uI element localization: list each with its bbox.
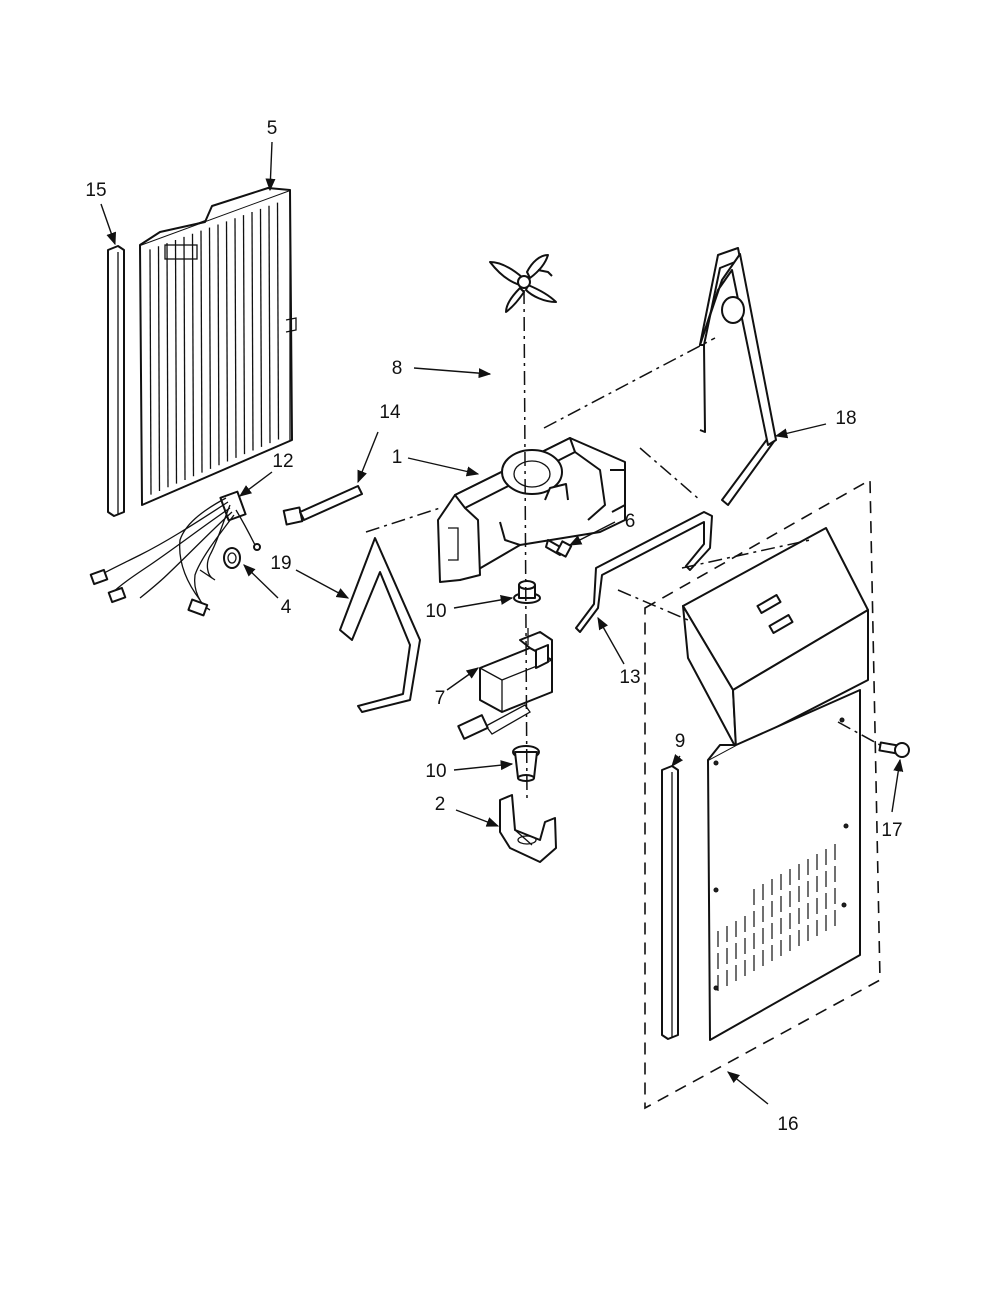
part-1-fan-housing (437, 437, 626, 583)
part-16-cover-assembly (644, 478, 881, 1110)
callout-6: 6 (625, 511, 636, 532)
part-8-fan-blade (489, 254, 557, 313)
callout-1: 1 (392, 447, 403, 468)
part-13-wire-duct (575, 511, 713, 633)
part-7-fan-motor (457, 628, 553, 740)
part-2-motor-bracket (499, 794, 557, 863)
part-5-evaporator-panel (139, 187, 297, 506)
callout-13: 13 (619, 667, 640, 688)
part-18-top-bracket (699, 247, 777, 506)
callout-5: 5 (267, 118, 278, 139)
part-14-wire-tie (282, 485, 363, 526)
callout-16: 16 (777, 1114, 798, 1135)
callout-17: 17 (881, 820, 902, 841)
callout-19: 19 (270, 553, 291, 574)
part-15-strip (107, 245, 125, 517)
callout-4: 4 (281, 597, 292, 618)
callout-9: 9 (675, 731, 686, 752)
callout-18: 18 (835, 408, 856, 429)
callout-2: 2 (435, 794, 446, 815)
callout-14: 14 (379, 402, 401, 423)
part-10-upper-grommet (513, 580, 541, 604)
callout-12: 12 (272, 451, 293, 472)
part-9-gasket-strip (661, 765, 679, 1040)
callout-8: 8 (392, 358, 403, 379)
callout-7: 7 (435, 688, 446, 709)
part-19-left-bracket (339, 537, 421, 713)
callout-labels: 5 15 8 14 18 1 12 6 19 4 10 13 7 9 10 2 … (85, 118, 902, 1135)
callout-15: 15 (85, 180, 106, 201)
part-12-wire-harness (89, 490, 261, 617)
leader-lines (100, 141, 904, 1105)
callout-10-upper: 10 (425, 601, 446, 622)
alignment-lines (365, 289, 881, 801)
part-17-screw (878, 741, 910, 758)
part-4-grommet (223, 547, 241, 569)
callout-10-lower: 10 (425, 761, 446, 782)
part-6-screw (545, 539, 573, 558)
